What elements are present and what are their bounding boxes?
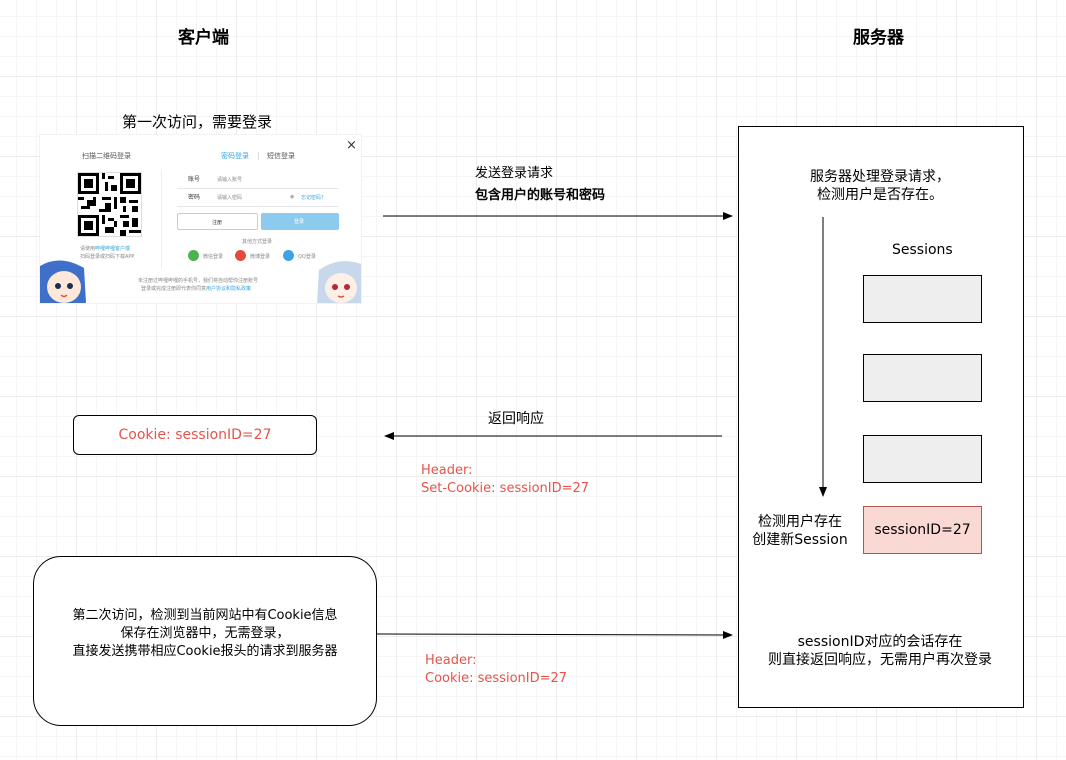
tab-password-login[interactable]: 密码登录 <box>221 152 249 160</box>
qq-login-label[interactable]: QQ登录 <box>298 254 316 260</box>
other-login-label: 其他方式登录 <box>242 239 273 245</box>
cookie-header-line2: Cookie: sessionID=27 <box>425 671 568 686</box>
tab-divider <box>258 152 259 160</box>
session-exists-text: sessionID对应的会话存在 则直接返回响应，无需用户再次登录 <box>738 633 1022 669</box>
agreement-line2: 登录或完成注册即代表你同意用户协议和隐私政策 <box>141 285 251 292</box>
server-process-line1: 服务器处理登录请求， <box>810 169 950 185</box>
first-visit-label: 第一次访问，需要登录 <box>122 113 273 131</box>
qr-hint-line2: 扫码登录或扫码下载APP <box>80 254 135 260</box>
session-slot <box>863 435 982 483</box>
eye-icon[interactable]: ◉ <box>290 194 295 200</box>
login-panel-divider <box>161 169 162 269</box>
server-process-text: 服务器处理登录请求， 检测用户是否存在。 <box>780 168 980 204</box>
create-session-line2: 创建新Session <box>752 532 848 548</box>
server-title: 服务器 <box>853 28 904 48</box>
cookie-storage-box: Cookie: sessionID=27 <box>73 415 317 455</box>
mascot-left-illustration <box>40 260 86 303</box>
login-button[interactable]: 登录 <box>261 213 339 230</box>
agreement-text: 登录或完成注册即代表你同意 <box>141 286 207 292</box>
weibo-icon[interactable] <box>235 250 246 261</box>
request-label-line2: 包含用户的账号和密码 <box>475 188 606 203</box>
create-session-line1: 检测用户存在 <box>758 514 842 530</box>
second-visit-line1: 第二次访问，检测到当前网站中有Cookie信息 <box>72 608 338 623</box>
set-cookie-header-text: Header: Set-Cookie: sessionID=27 <box>421 462 589 498</box>
close-icon[interactable]: × <box>346 138 357 153</box>
response-label: 返回响应 <box>488 411 544 427</box>
register-label: 注册 <box>212 220 223 226</box>
session-slot <box>863 354 982 402</box>
session-exists-line2: 则直接返回响应，无需用户再次登录 <box>768 652 992 668</box>
qr-hint-line1: 请使用哔哩哔哩客户端 <box>80 245 130 252</box>
second-visit-line2: 保存在浏览器中，无需登录， <box>120 626 290 641</box>
session-slot <box>863 275 982 323</box>
second-visit-text: 第二次访问，检测到当前网站中有Cookie信息 保存在浏览器中，无需登录， 直接… <box>34 607 376 661</box>
weibo-login-label[interactable]: 微博登录 <box>250 254 271 260</box>
login-label: 登录 <box>294 219 305 225</box>
second-visit-line3: 直接发送携带相应Cookie报头的请求到服务器 <box>72 644 338 659</box>
register-button[interactable]: 注册 <box>177 213 258 230</box>
set-cookie-header-line1: Header: <box>421 463 473 478</box>
create-session-text: 检测用户存在 创建新Session <box>745 513 855 549</box>
client-title: 客户端 <box>178 28 229 48</box>
account-placeholder: 请输入账号 <box>217 177 243 183</box>
agreement-line1: 未注册过哔哩哔哩的手机号，我们将自动帮你注册账号 <box>138 278 259 284</box>
request-label-line1: 发送登录请求 <box>475 166 554 181</box>
password-label: 密码 <box>188 194 201 201</box>
qr-code-image <box>77 172 142 237</box>
qr-login-title: 扫描二维码登录 <box>82 152 131 160</box>
server-box <box>738 126 1024 708</box>
login-window: 扫描二维码登录 密码登录 短信登录 × 请使用哔哩哔哩客户端 扫码登录或扫码下载… <box>40 135 361 303</box>
mascot-right-illustration <box>317 261 361 303</box>
tab-sms-login[interactable]: 短信登录 <box>267 152 295 160</box>
server-process-line2: 检测用户是否存在。 <box>817 187 943 203</box>
session-entry-text: sessionID=27 <box>874 522 971 538</box>
second-visit-box: 第二次访问，检测到当前网站中有Cookie信息 保存在浏览器中，无需登录， 直接… <box>33 556 377 726</box>
account-field[interactable]: 账号 请输入账号 <box>177 171 338 189</box>
agreement-link[interactable]: 用户协议和隐私政策 <box>206 286 252 292</box>
cookie-header-line1: Header: <box>425 653 477 668</box>
password-placeholder: 请输入密码 <box>217 195 243 201</box>
forgot-password-link[interactable]: 忘记密码? <box>301 195 324 201</box>
qr-hint-text: 请使用 <box>80 246 96 252</box>
qq-icon[interactable] <box>283 250 294 261</box>
wechat-login-label[interactable]: 微信登录 <box>203 254 224 260</box>
set-cookie-header-line2: Set-Cookie: sessionID=27 <box>421 481 590 496</box>
session-entry-new: sessionID=27 <box>863 506 982 554</box>
cookie-storage-text: Cookie: sessionID=27 <box>118 427 272 443</box>
session-exists-line1: sessionID对应的会话存在 <box>797 634 963 650</box>
wechat-icon[interactable] <box>188 250 199 261</box>
account-label: 账号 <box>188 176 201 183</box>
cookie-request-arrow <box>376 630 733 639</box>
client-app-link[interactable]: 哔哩哔哩客户端 <box>95 246 131 252</box>
sessions-label: Sessions <box>892 242 953 258</box>
password-field[interactable]: 密码 请输入密码 ◉ 忘记密码? <box>177 189 338 207</box>
cookie-header-text: Header: Cookie: sessionID=27 <box>425 652 567 688</box>
